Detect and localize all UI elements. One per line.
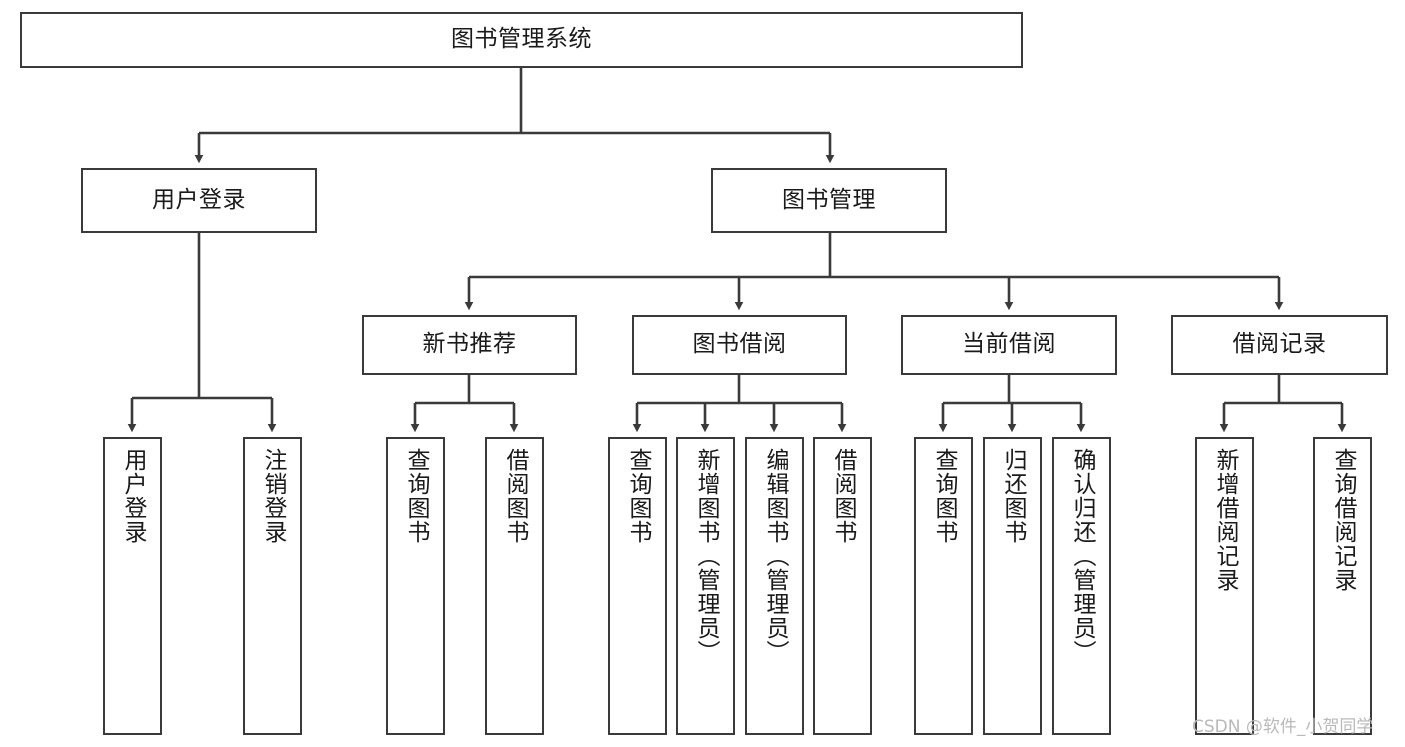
node-new-book-recommend[interactable]: 新书推荐 <box>362 315 577 375</box>
node-label: 查询借阅记录 <box>1330 448 1356 592</box>
leaf-user-login-logout[interactable]: 注销登录 <box>243 437 302 735</box>
node-label: 借阅图书 <box>502 448 528 544</box>
node-label: 查询图书 <box>625 448 651 544</box>
node-label: 用户登录 <box>152 186 246 213</box>
node-book-management[interactable]: 图书管理 <box>711 168 947 233</box>
node-book-borrow[interactable]: 图书借阅 <box>632 315 847 375</box>
node-label: 图书管理 <box>782 186 876 213</box>
leaf-records-query-record[interactable]: 查询借阅记录 <box>1313 437 1372 735</box>
node-label: 图书管理系统 <box>451 26 592 53</box>
node-label: 借阅图书 <box>830 448 856 544</box>
node-current-borrow[interactable]: 当前借阅 <box>901 315 1117 375</box>
leaf-recommend-query-book[interactable]: 查询图书 <box>386 437 445 735</box>
leaf-current-query-book[interactable]: 查询图书 <box>914 437 973 735</box>
node-label: 用户登录 <box>120 448 146 544</box>
leaf-records-add-record[interactable]: 新增借阅记录 <box>1195 437 1254 735</box>
leaf-borrow-borrow-book[interactable]: 借阅图书 <box>813 437 872 735</box>
node-label: 借阅记录 <box>1232 331 1327 358</box>
node-label: 新增借阅记录 <box>1212 448 1238 592</box>
node-root-book-management-system[interactable]: 图书管理系统 <box>20 12 1023 68</box>
node-user-login[interactable]: 用户登录 <box>81 168 317 233</box>
node-label: 新增图书（管理员） <box>693 448 719 664</box>
leaf-borrow-add-book-admin[interactable]: 新增图书（管理员） <box>676 437 735 735</box>
leaf-current-return-book[interactable]: 归还图书 <box>983 437 1042 735</box>
node-label: 归还图书 <box>1000 448 1026 544</box>
node-label: 图书借阅 <box>692 331 787 358</box>
node-label: 编辑图书（管理员） <box>762 448 788 664</box>
leaf-borrow-edit-book-admin[interactable]: 编辑图书（管理员） <box>745 437 804 735</box>
node-label: 确认归还（管理员） <box>1069 448 1095 664</box>
leaf-borrow-query-book[interactable]: 查询图书 <box>608 437 667 735</box>
node-borrow-records[interactable]: 借阅记录 <box>1171 315 1388 375</box>
leaf-user-login-login[interactable]: 用户登录 <box>103 437 162 735</box>
node-label: 查询图书 <box>931 448 957 544</box>
leaf-recommend-borrow-book[interactable]: 借阅图书 <box>485 437 544 735</box>
csdn-watermark: CSDN @软件_小贺同学 <box>1192 717 1374 737</box>
node-label: 当前借阅 <box>962 331 1056 358</box>
leaf-current-confirm-return-admin[interactable]: 确认归还（管理员） <box>1052 437 1111 735</box>
node-label: 新书推荐 <box>422 331 517 358</box>
node-label: 注销登录 <box>260 448 286 544</box>
node-label: 查询图书 <box>403 448 429 544</box>
